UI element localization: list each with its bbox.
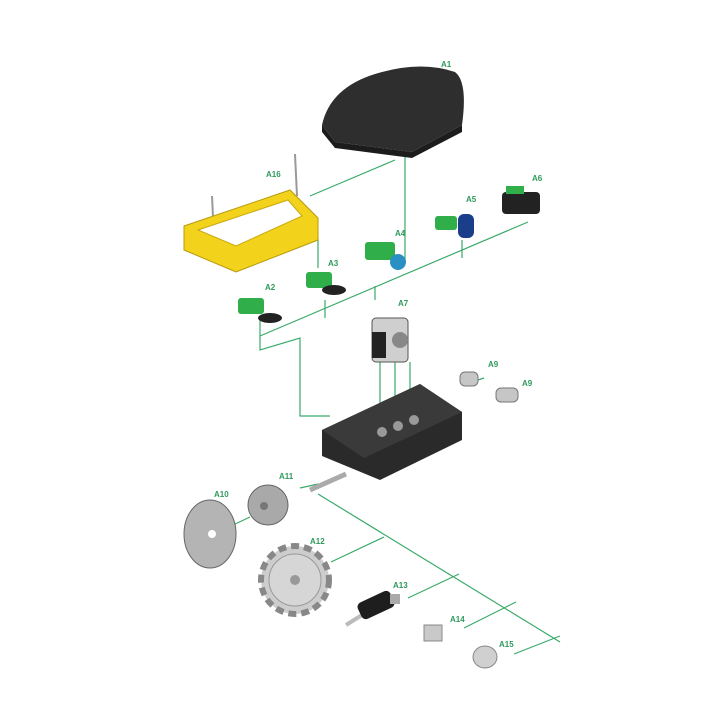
shaft-part-a13 — [344, 590, 400, 627]
label-a16: A16 — [266, 170, 281, 179]
frame-part-a16 — [183, 153, 319, 273]
leader-a14 — [463, 601, 517, 629]
leader-main-branch — [259, 221, 529, 337]
label-a12: A12 — [310, 537, 325, 546]
cam-part-a7 — [371, 317, 409, 363]
gland-part-a9-upper — [459, 371, 479, 387]
leader-a11-branch — [317, 493, 561, 643]
label-a9-lower: A9 — [522, 379, 533, 388]
label-a9-upper: A9 — [488, 360, 499, 369]
key-part-a14 — [423, 624, 443, 642]
label-a11: A11 — [279, 472, 294, 481]
label-a10: A10 — [214, 490, 229, 499]
gear-part-a12 — [258, 543, 332, 617]
leader-a16-a1 — [309, 159, 396, 197]
label-a3: A3 — [328, 259, 339, 268]
bushing-part-a15 — [472, 645, 498, 669]
switch-part-a4 — [365, 242, 406, 270]
label-a13: A13 — [393, 581, 408, 590]
label-a4: A4 — [395, 229, 406, 238]
cover-part-a1 — [322, 66, 464, 158]
leader-a10 — [232, 516, 251, 526]
leader-a13 — [407, 573, 460, 599]
housing-body — [308, 384, 462, 493]
label-a1: A1 — [441, 60, 452, 69]
capacitor-part-a5 — [435, 214, 474, 238]
label-a15: A15 — [499, 640, 514, 649]
leader-a2-housing — [259, 318, 330, 417]
switch-part-a3 — [306, 272, 346, 295]
label-a2: A2 — [265, 283, 276, 292]
leader-a12 — [330, 536, 385, 563]
coupling-part-a11 — [247, 484, 289, 526]
disc-part-a10 — [183, 499, 237, 569]
label-a5: A5 — [466, 195, 477, 204]
label-a7: A7 — [398, 299, 409, 308]
label-a14: A14 — [450, 615, 465, 624]
part-labels: A1 A16 A6 A5 A4 A3 A2 A7 A9 A9 A11 A10 A… — [214, 60, 543, 649]
module-part-a6 — [502, 186, 540, 214]
leader-a11-shaft — [299, 483, 319, 489]
leader-a15 — [513, 635, 561, 655]
label-a6: A6 — [532, 174, 543, 183]
switch-part-a2 — [238, 298, 282, 323]
gland-part-a9-lower — [495, 387, 519, 403]
